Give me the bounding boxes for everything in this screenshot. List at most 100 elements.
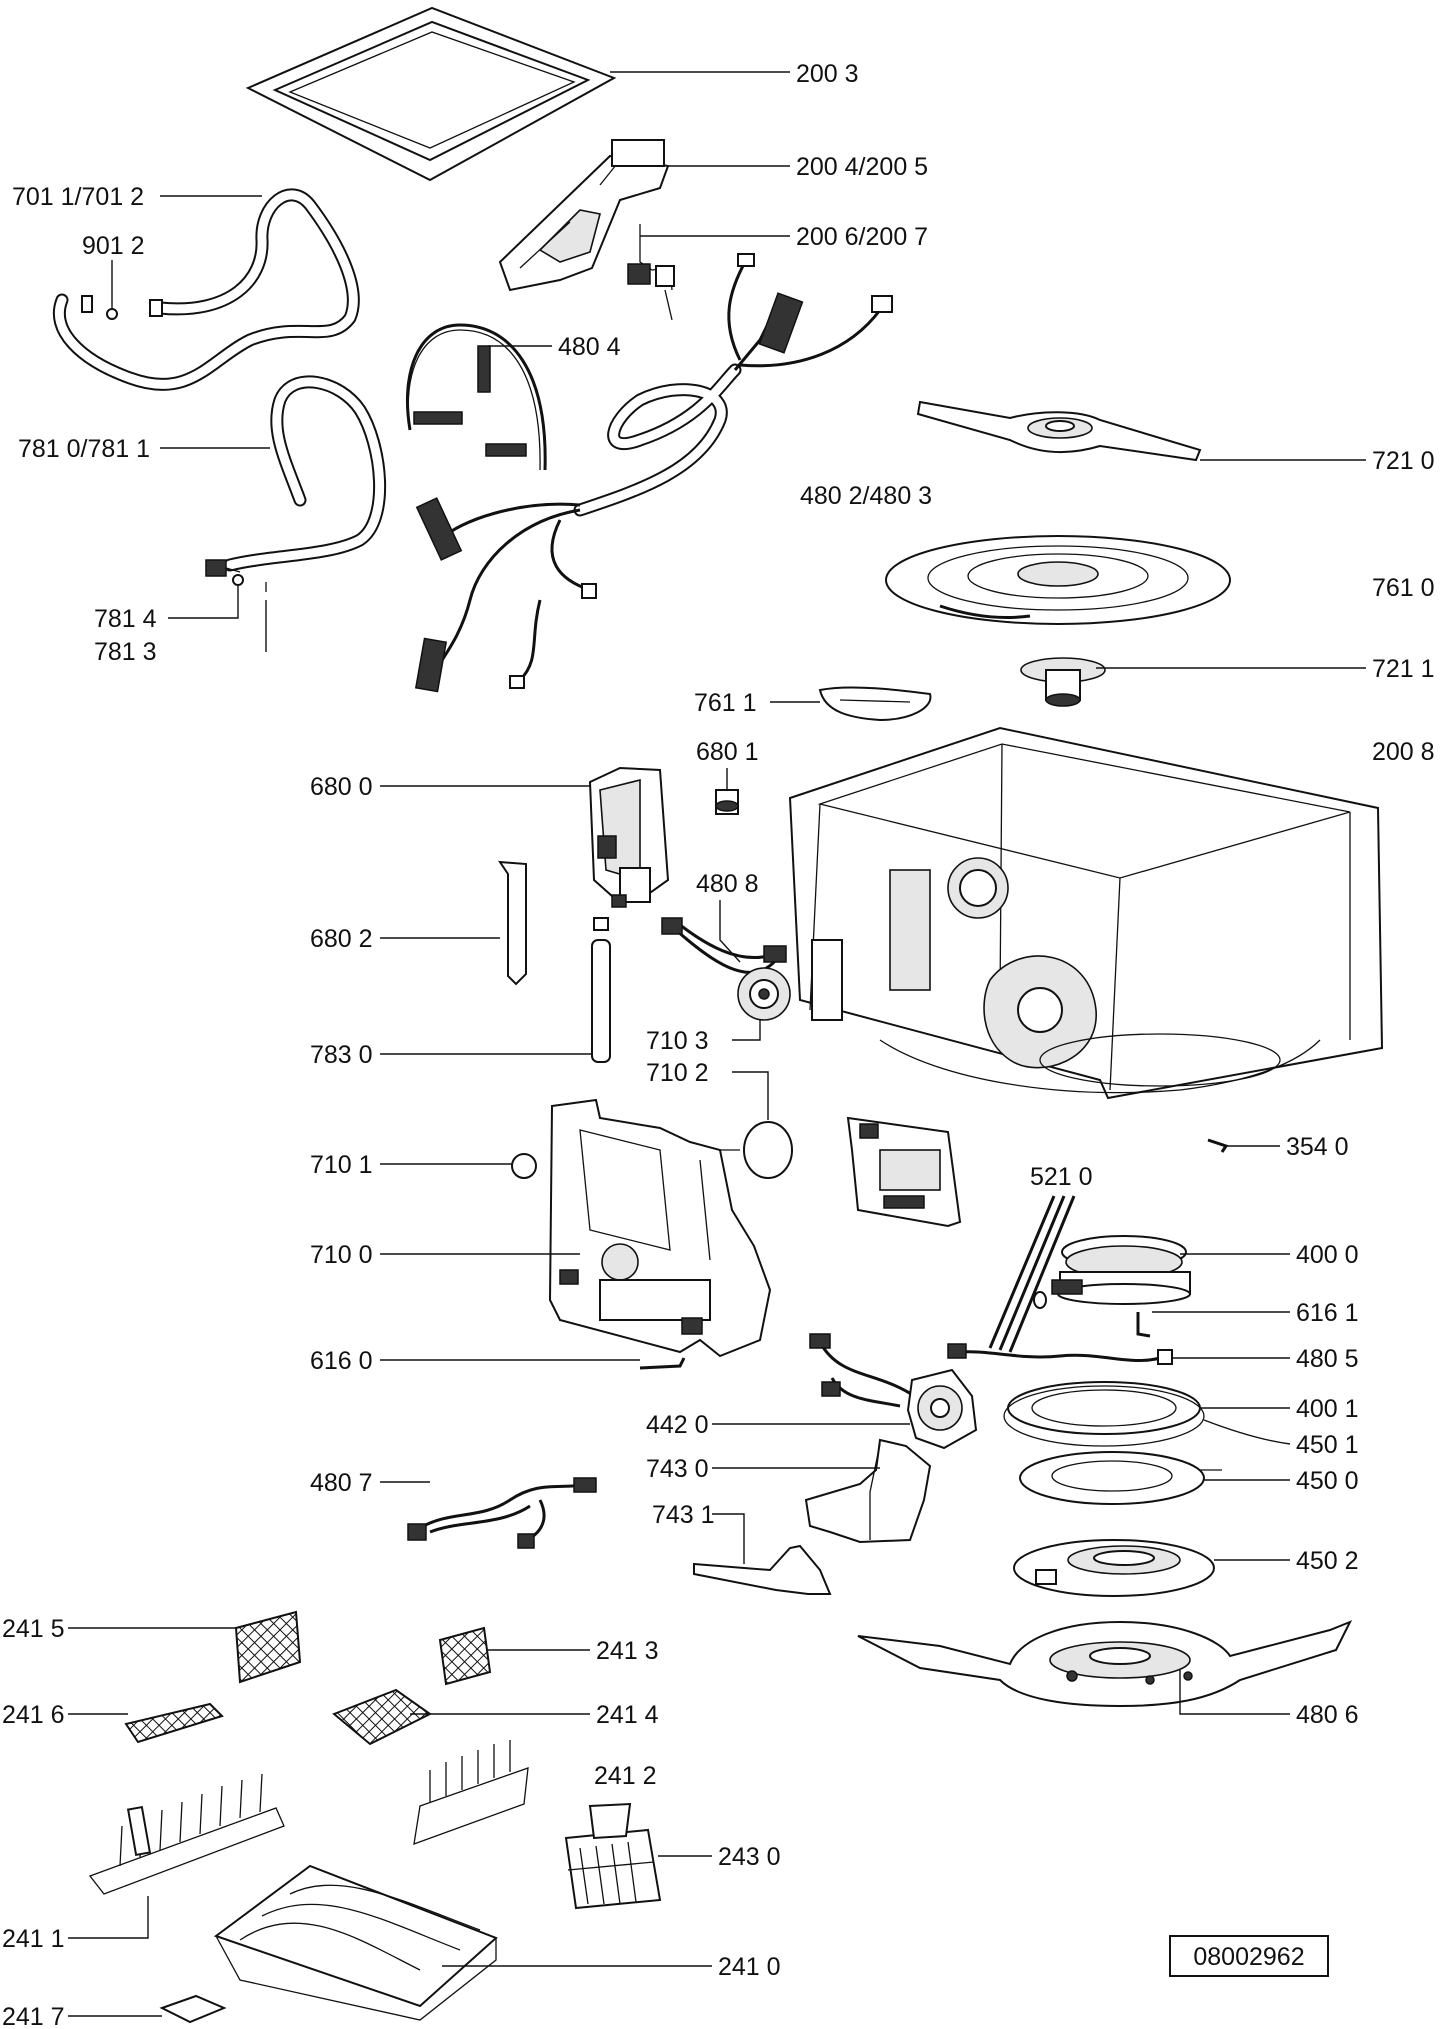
- rack-241-1-part: [88, 1773, 285, 1895]
- label-781-0: 781 0/781 1: [18, 435, 150, 463]
- label-450-1: 450 1: [1296, 1431, 1359, 1459]
- control-board-part: [846, 1116, 962, 1228]
- harness-480-5-part: [947, 1343, 1173, 1365]
- small-clip-part: [593, 917, 609, 931]
- cutlery-basket-part: [564, 1802, 662, 1910]
- label-354-0: 354 0: [1286, 1133, 1349, 1161]
- label-901-2: 901 2: [82, 232, 145, 260]
- drawing-number: 08002962: [1193, 1943, 1304, 1971]
- spray-hub-part: [1020, 657, 1106, 707]
- label-450-0: 450 0: [1296, 1467, 1359, 1495]
- label-241-0: 241 0: [718, 1953, 781, 1981]
- filter-washer-part: [106, 308, 118, 320]
- wires-521-0-part: [988, 1195, 1076, 1353]
- housing-part: [548, 1098, 772, 1358]
- fan-unit-part: [809, 1333, 978, 1450]
- rod-bracket-part: [498, 860, 527, 986]
- ring-400-1-part: [1007, 1381, 1201, 1435]
- label-743-0: 743 0: [646, 1455, 709, 1483]
- label-761-0: 761 0: [1372, 574, 1435, 602]
- label-743-1: 743 1: [652, 1501, 715, 1529]
- label-400-1: 400 1: [1296, 1395, 1359, 1423]
- hinge-part: [627, 224, 675, 321]
- label-400-0: 400 0: [1296, 1241, 1359, 1269]
- bracket-part: [498, 139, 670, 292]
- drain-hose-part: [205, 375, 387, 577]
- dispenser-part: [588, 766, 670, 908]
- label-480-5: 480 5: [1296, 1345, 1359, 1373]
- grid-241-3-part: [438, 1626, 492, 1686]
- harness-480-7-part: [407, 1477, 597, 1549]
- label-680-0: 680 0: [310, 773, 373, 801]
- label-241-5: 241 5: [2, 1615, 65, 1643]
- label-521-0: 521 0: [1030, 1163, 1093, 1191]
- label-241-4: 241 4: [596, 1701, 659, 1729]
- tube-part: [591, 939, 611, 1063]
- small-ring-part: [511, 1153, 537, 1179]
- label-480-6: 480 6: [1296, 1701, 1359, 1729]
- label-200-4: 200 4/200 5: [796, 153, 928, 181]
- flap-part: [818, 686, 932, 722]
- label-710-1: 710 1: [310, 1151, 373, 1179]
- label-721-0: 721 0: [1372, 447, 1435, 475]
- label-680-1: 680 1: [696, 738, 759, 766]
- label-241-2: 241 2: [594, 1762, 657, 1790]
- motor-part: [1033, 1235, 1191, 1309]
- lower-spray-arm-part: [857, 1620, 1353, 1708]
- clip-354-0-part: [1207, 1138, 1229, 1153]
- label-480-7: 480 7: [310, 1469, 373, 1497]
- grid-241-5-part: [234, 1610, 302, 1684]
- label-781-3: 781 3: [94, 638, 157, 666]
- label-783-0: 783 0: [310, 1041, 373, 1069]
- label-710-0: 710 0: [310, 1241, 373, 1269]
- label-721-1: 721 1: [1372, 655, 1435, 683]
- label-480-8: 480 8: [696, 870, 759, 898]
- grid-241-6-part: [124, 1702, 224, 1744]
- label-616-1: 616 1: [1296, 1299, 1359, 1327]
- grid-241-4-part: [332, 1688, 432, 1746]
- gasket-ring-part: [743, 1121, 793, 1179]
- inlet-hose-part: [52, 188, 360, 391]
- fan-wheel-part: [737, 967, 791, 1021]
- label-680-2: 680 2: [310, 925, 373, 953]
- seal-ring-part: [1003, 1385, 1205, 1447]
- sump-cover-part: [1013, 1539, 1215, 1597]
- harness-loop-part: [405, 323, 547, 471]
- label-241-7: 241 7: [2, 2003, 65, 2029]
- label-781-4: 781 4: [94, 605, 157, 633]
- clip-part: [232, 574, 244, 586]
- small-valve-part: [715, 789, 739, 815]
- bracket-616-1-part: [1136, 1312, 1151, 1338]
- duct-cover-part: [693, 1544, 832, 1595]
- label-480-2: 480 2/480 3: [800, 482, 932, 510]
- clip-616-0-part: [639, 1357, 686, 1370]
- piece-241-7-part: [159, 1994, 227, 2024]
- disc-part: [885, 535, 1231, 625]
- label-243-0: 243 0: [718, 1843, 781, 1871]
- label-701-1: 701 1/701 2: [12, 183, 144, 211]
- lid-frame-part: [245, 6, 617, 182]
- leader-lines: [68, 71, 1366, 2017]
- duct-part: [804, 1438, 932, 1544]
- lower-basket-part: [213, 1864, 498, 2021]
- label-616-0: 616 0: [310, 1347, 373, 1375]
- tub-part: [788, 726, 1384, 1100]
- label-200-8: 200 8: [1372, 738, 1435, 766]
- upper-spray-arm-part: [916, 400, 1202, 462]
- drawing-number-box: 08002962: [1169, 1935, 1329, 1977]
- label-241-6: 241 6: [2, 1701, 65, 1729]
- label-442-0: 442 0: [646, 1411, 709, 1439]
- rack-241-2-part: [413, 1740, 529, 1845]
- label-710-2: 710 2: [646, 1059, 709, 1087]
- label-480-4: 480 4: [558, 333, 621, 361]
- label-710-3: 710 3: [646, 1027, 709, 1055]
- label-200-3: 200 3: [796, 60, 859, 88]
- harness-480-8-part: [661, 917, 787, 974]
- main-harness-part: [414, 253, 893, 693]
- label-761-1: 761 1: [694, 689, 757, 717]
- label-241-3: 241 3: [596, 1637, 659, 1665]
- label-450-2: 450 2: [1296, 1547, 1359, 1575]
- label-200-6: 200 6/200 7: [796, 223, 928, 251]
- label-241-1: 241 1: [2, 1925, 65, 1953]
